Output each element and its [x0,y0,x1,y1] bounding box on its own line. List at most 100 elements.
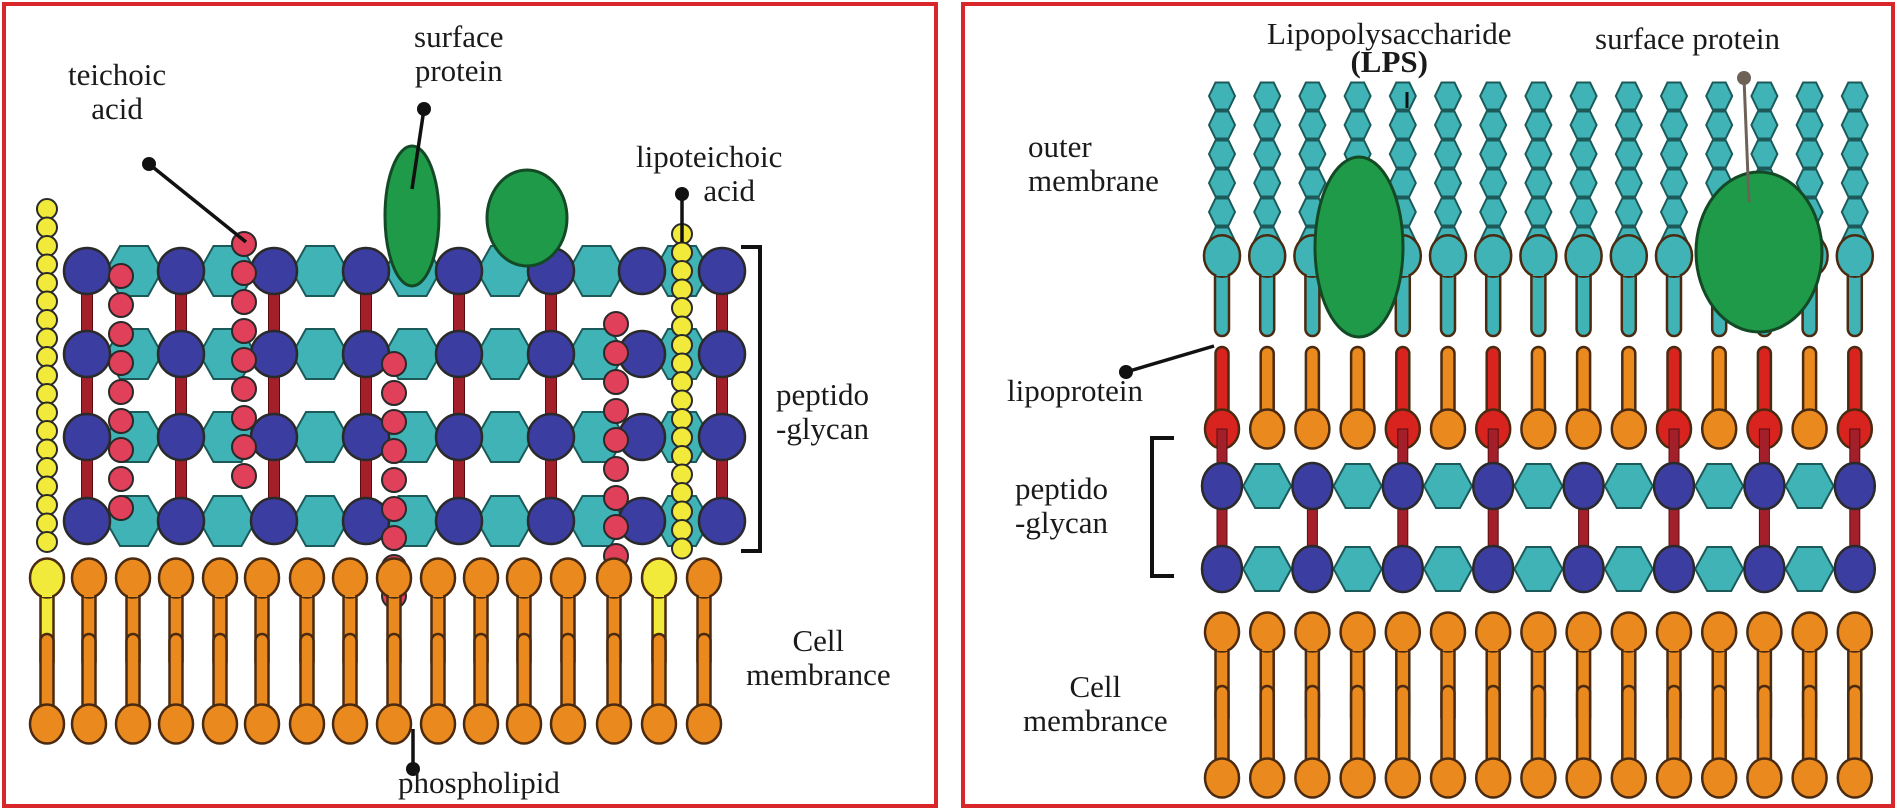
lps-oligosaccharide-bead [1840,197,1869,227]
lps-oligosaccharide-bead [1614,168,1643,198]
label-teichoic-acid: teichoic acid [68,57,167,126]
nam-sugar [62,246,112,296]
phospholipid-inner-leaflet [419,632,457,745]
leader-dot-surface-protein [417,102,431,116]
nam-sugar [1381,461,1425,511]
nam-sugar [526,496,576,546]
label-lipoprotein: lipoprotein [1007,373,1144,408]
phospholipid-inner-leaflet [549,632,587,745]
nam-sugar [434,496,484,546]
surface-protein-globular [485,168,569,268]
lipoteichoic-acid-bead [36,475,58,498]
leader-dot-lipoteichoic-acid [675,187,689,201]
phospholipid-inner-leaflet [1655,684,1693,799]
nam-sugar [341,412,391,462]
lps-oligosaccharide-bead [1795,110,1824,140]
nam-sugar [697,329,747,379]
nam-sugar [697,246,747,296]
phospholipid-inner-leaflet [505,632,543,745]
nag-sugar [475,495,535,547]
lps-oligosaccharide-bead [1659,110,1689,140]
lps-oligosaccharide-bead [1614,110,1643,140]
teichoic-acid-bead [108,350,134,376]
teichoic-acid-bead [231,318,257,344]
nam-sugar [1833,461,1877,511]
nam-sugar [526,412,576,462]
lps-oligosaccharide-bead [1569,139,1598,169]
lipoteichoic-acid-bead [36,346,58,368]
outer-membrane-protein [1313,155,1405,339]
lps-oligosaccharide-bead [1614,197,1643,227]
nam-sugar [62,329,112,379]
teichoic-acid-bead [603,369,629,395]
lipoteichoic-acid-bead [671,408,693,430]
teichoic-acid-bead [603,456,629,482]
nag-sugar [475,328,535,380]
lps-oligosaccharide-bead [1388,81,1417,111]
nam-sugar [434,329,484,379]
phospholipid-inner-leaflet [243,632,281,745]
lps-oligosaccharide-bead [1705,110,1734,140]
phospholipid-outer-leaflet [1746,611,1783,726]
nam-sugar [62,412,112,462]
lipoteichoic-acid-bead [671,241,693,264]
nam-sugar [1471,544,1515,594]
phospholipid-inner-leaflet [1791,684,1828,799]
lipoteichoic-acid-bead [671,315,693,338]
lps-oligosaccharide-bead [1659,81,1689,111]
lipoteichoic-acid-bead [671,519,693,541]
nam-sugar [156,329,206,379]
lps-oligosaccharide-bead [1433,139,1463,169]
nam-sugar [1743,544,1786,594]
label-cell-membrane: Cell membrance [1023,669,1168,738]
outer-membrane-inner-lipid [1248,345,1286,450]
teichoic-acid-bead [603,398,629,424]
lps-oligosaccharide-bead [1479,197,1508,227]
teichoic-acid-bead [231,231,257,257]
lps-oligosaccharide-bead [1569,197,1598,227]
lps-oligosaccharide-bead [1614,139,1643,169]
peptidoglycan-bracket [741,245,762,553]
nam-sugar [249,412,299,462]
lps-oligosaccharide-bead [1840,139,1869,169]
phospholipid-inner-leaflet [1746,684,1783,799]
lipoteichoic-acid-bead [671,426,693,449]
label-cell-membrane: Cell membrance [746,623,891,692]
nam-sugar [1652,461,1696,511]
outer-membrane-lipid [1609,234,1649,338]
lipoteichoic-acid-bead [36,309,58,331]
lps-oligosaccharide-bead [1207,139,1237,169]
nag-sugar [1422,463,1474,509]
lps-oligosaccharide-bead [1388,110,1417,140]
phospholipid-inner-leaflet [288,632,326,745]
phospholipid-inner-leaflet [1836,684,1874,799]
teichoic-acid-bead [231,463,257,489]
lps-oligosaccharide-bead [1207,168,1237,198]
label-phospholipid: phospholipid [398,765,560,800]
lipoteichoic-acid-bead [36,438,58,461]
lps-oligosaccharide-bead [1524,139,1553,169]
phospholipid-inner-leaflet [685,632,723,745]
nag-sugar [290,495,350,547]
surface-protein [1694,170,1824,334]
outer-membrane-inner-lipid [1565,345,1602,450]
lps-oligosaccharide-bead [1524,168,1553,198]
nam-sugar [341,246,391,296]
lps-oligosaccharide-bead [1750,139,1779,169]
lipoteichoic-acid-bead [36,216,58,239]
nag-sugar [1513,463,1564,509]
teichoic-acid-bead [231,260,257,286]
teichoic-acid-bead [603,485,629,511]
nam-sugar [249,496,299,546]
teichoic-acid-bead [108,321,134,347]
outer-membrane-inner-lipid [1700,345,1738,450]
teichoic-acid-bead [381,380,407,406]
nag-sugar [1603,546,1654,592]
lipoteichoic-acid-bead [36,494,58,516]
nag-sugar [1784,463,1835,509]
teichoic-acid-bead [231,376,257,402]
lps-oligosaccharide-bead [1433,197,1463,227]
lps-oligosaccharide-bead [1524,81,1553,111]
gram-positive-cell-wall-diagram [28,102,762,776]
nag-sugar [1694,463,1745,509]
